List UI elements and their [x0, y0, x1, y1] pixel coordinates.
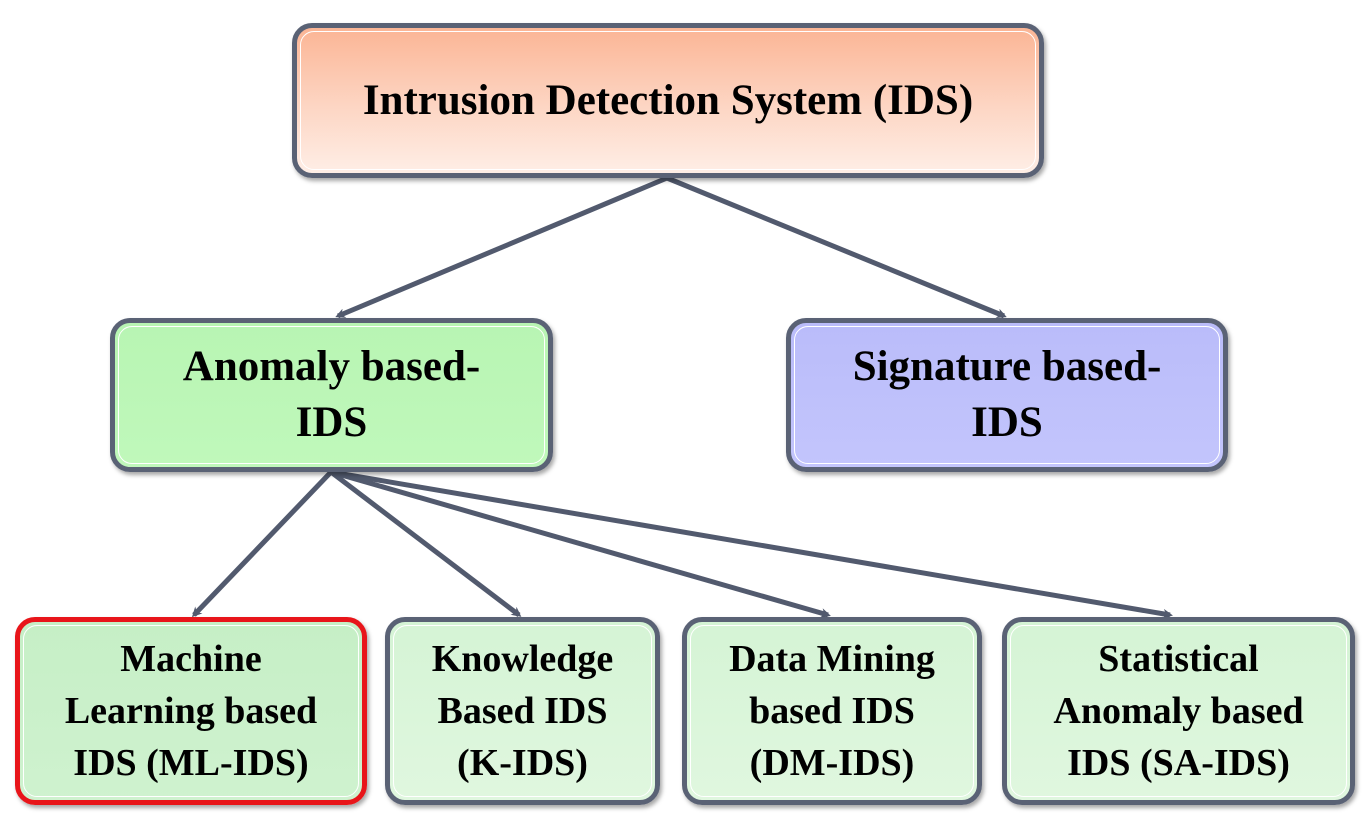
- node-ml-ids: Machine Learning based IDS (ML-IDS): [15, 617, 367, 805]
- ml-node-label: Machine Learning based IDS (ML-IDS): [64, 638, 318, 784]
- arrow-root-to-anomaly: [335, 175, 668, 319]
- root-node-ids: Intrusion Detection System (IDS): [292, 23, 1044, 178]
- anomaly-node-label: Anomaly based- IDS: [182, 343, 481, 446]
- node-k-ids: Knowledge Based IDS (K-IDS): [385, 617, 660, 805]
- signature-node-label: Signature based- IDS: [852, 343, 1162, 446]
- sa-node-label: Statistical Anomaly based IDS (SA-IDS): [1053, 638, 1304, 784]
- arrow-root-to-signature: [666, 175, 1007, 319]
- dm-node-label: Data Mining based IDS (DM-IDS): [729, 638, 935, 784]
- arrow-anomaly-to-dm: [330, 469, 831, 618]
- node-signature-based-ids: Signature based- IDS: [786, 318, 1228, 472]
- node-anomaly-based-ids: Anomaly based- IDS: [110, 318, 553, 472]
- knowledge-node-label: Knowledge Based IDS (K-IDS): [431, 638, 614, 784]
- node-dm-ids: Data Mining based IDS (DM-IDS): [682, 617, 982, 805]
- root-node-label: Intrusion Detection System (IDS): [362, 77, 974, 124]
- arrow-anomaly-to-knowledge: [329, 470, 522, 617]
- arrow-anomaly-to-ml: [191, 470, 333, 618]
- node-sa-ids: Statistical Anomaly based IDS (SA-IDS): [1002, 617, 1355, 805]
- arrow-anomaly-to-sa: [330, 469, 1173, 619]
